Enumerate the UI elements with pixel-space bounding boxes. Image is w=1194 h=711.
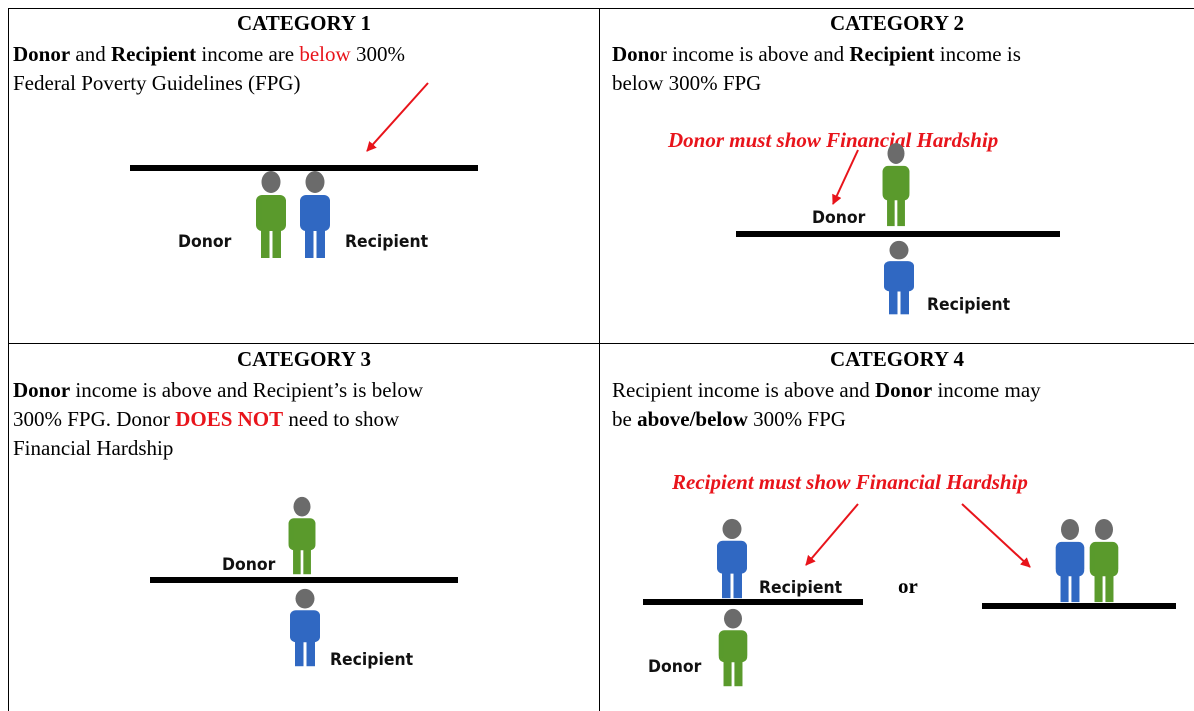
- below-highlight: below: [299, 42, 351, 66]
- donor-term: Donor: [13, 42, 71, 66]
- table-divider-horizontal: [8, 343, 1194, 344]
- donor-term: Donor: [875, 378, 933, 402]
- table-divider-vertical: [599, 8, 600, 711]
- category-4-poverty-line-left: [643, 599, 863, 605]
- recipient-figure-icon: [717, 518, 747, 599]
- recipient-term: Recipient: [849, 42, 935, 66]
- category-2-title: CATEGORY 2: [829, 11, 965, 35]
- arrow-category-1: [366, 82, 429, 152]
- category-3-title: CATEGORY 3: [236, 347, 372, 371]
- recipient-term: Recipient: [111, 42, 197, 66]
- donor-figure-icon: [288, 496, 316, 575]
- category-4-title: CATEGORY 4: [829, 347, 965, 371]
- above-below-term: above/below: [637, 407, 748, 431]
- category-1-donor-label: Donor: [178, 232, 232, 252]
- category-4-poverty-line-right: [982, 603, 1176, 609]
- arrow-category-4-left: [805, 503, 859, 566]
- category-1-text-line1: Donor and Recipient income are below 300…: [13, 42, 405, 66]
- category-4-text-line1: Recipient income is above and Donor inco…: [612, 378, 1041, 402]
- category-3-poverty-line: [150, 577, 458, 583]
- category-1-text-line2: Federal Poverty Guidelines (FPG): [13, 71, 301, 95]
- recipient-figure-icon: [300, 171, 330, 258]
- category-2-donor-label: Donor: [812, 208, 866, 228]
- donor-figure-icon: [718, 608, 748, 687]
- category-1-recipient-label: Recipient: [345, 232, 429, 252]
- recipient-figure-icon: [1055, 518, 1085, 603]
- category-3-recipient-label: Recipient: [330, 650, 414, 670]
- donor-term: Dono: [612, 42, 660, 66]
- category-3-text-line2: 300% FPG. Donor DOES NOT need to show: [13, 407, 400, 431]
- recipient-figure-icon: [884, 240, 914, 315]
- donor-figure-icon: [882, 142, 910, 227]
- category-2-recipient-label: Recipient: [927, 295, 1011, 315]
- table-border-left: [8, 8, 9, 711]
- donor-figure-icon: [1089, 518, 1119, 603]
- category-2-poverty-line: [736, 231, 1060, 237]
- category-3-donor-label: Donor: [222, 555, 276, 575]
- category-4-donor-label: Donor: [648, 657, 702, 677]
- category-3-text-line1: Donor income is above and Recipient’s is…: [13, 378, 424, 402]
- arrow-category-2: [832, 149, 859, 205]
- category-3-text-line3: Financial Hardship: [13, 436, 174, 460]
- category-4-recipient-label: Recipient: [759, 578, 843, 598]
- category-4-hardship-note: Recipient must show Financial Hardship: [672, 470, 1028, 494]
- category-2-text-line1: Donor income is above and Recipient inco…: [612, 42, 1021, 66]
- arrow-category-4-right: [961, 503, 1031, 568]
- recipient-figure-icon: [290, 588, 320, 667]
- table-border-top: [8, 8, 1194, 9]
- category-1-title: CATEGORY 1: [236, 11, 372, 35]
- category-1-poverty-line: [130, 165, 478, 171]
- category-2-text-line2: below 300% FPG: [612, 71, 762, 95]
- category-4-text-line2: be above/below 300% FPG: [612, 407, 846, 431]
- donor-figure-icon: [256, 171, 286, 258]
- does-not-highlight: DOES NOT: [175, 407, 284, 431]
- category-4-or-text: or: [898, 574, 918, 598]
- donor-term: Donor: [13, 378, 71, 402]
- category-2-hardship-note: Donor must show Financial Hardship: [668, 128, 999, 152]
